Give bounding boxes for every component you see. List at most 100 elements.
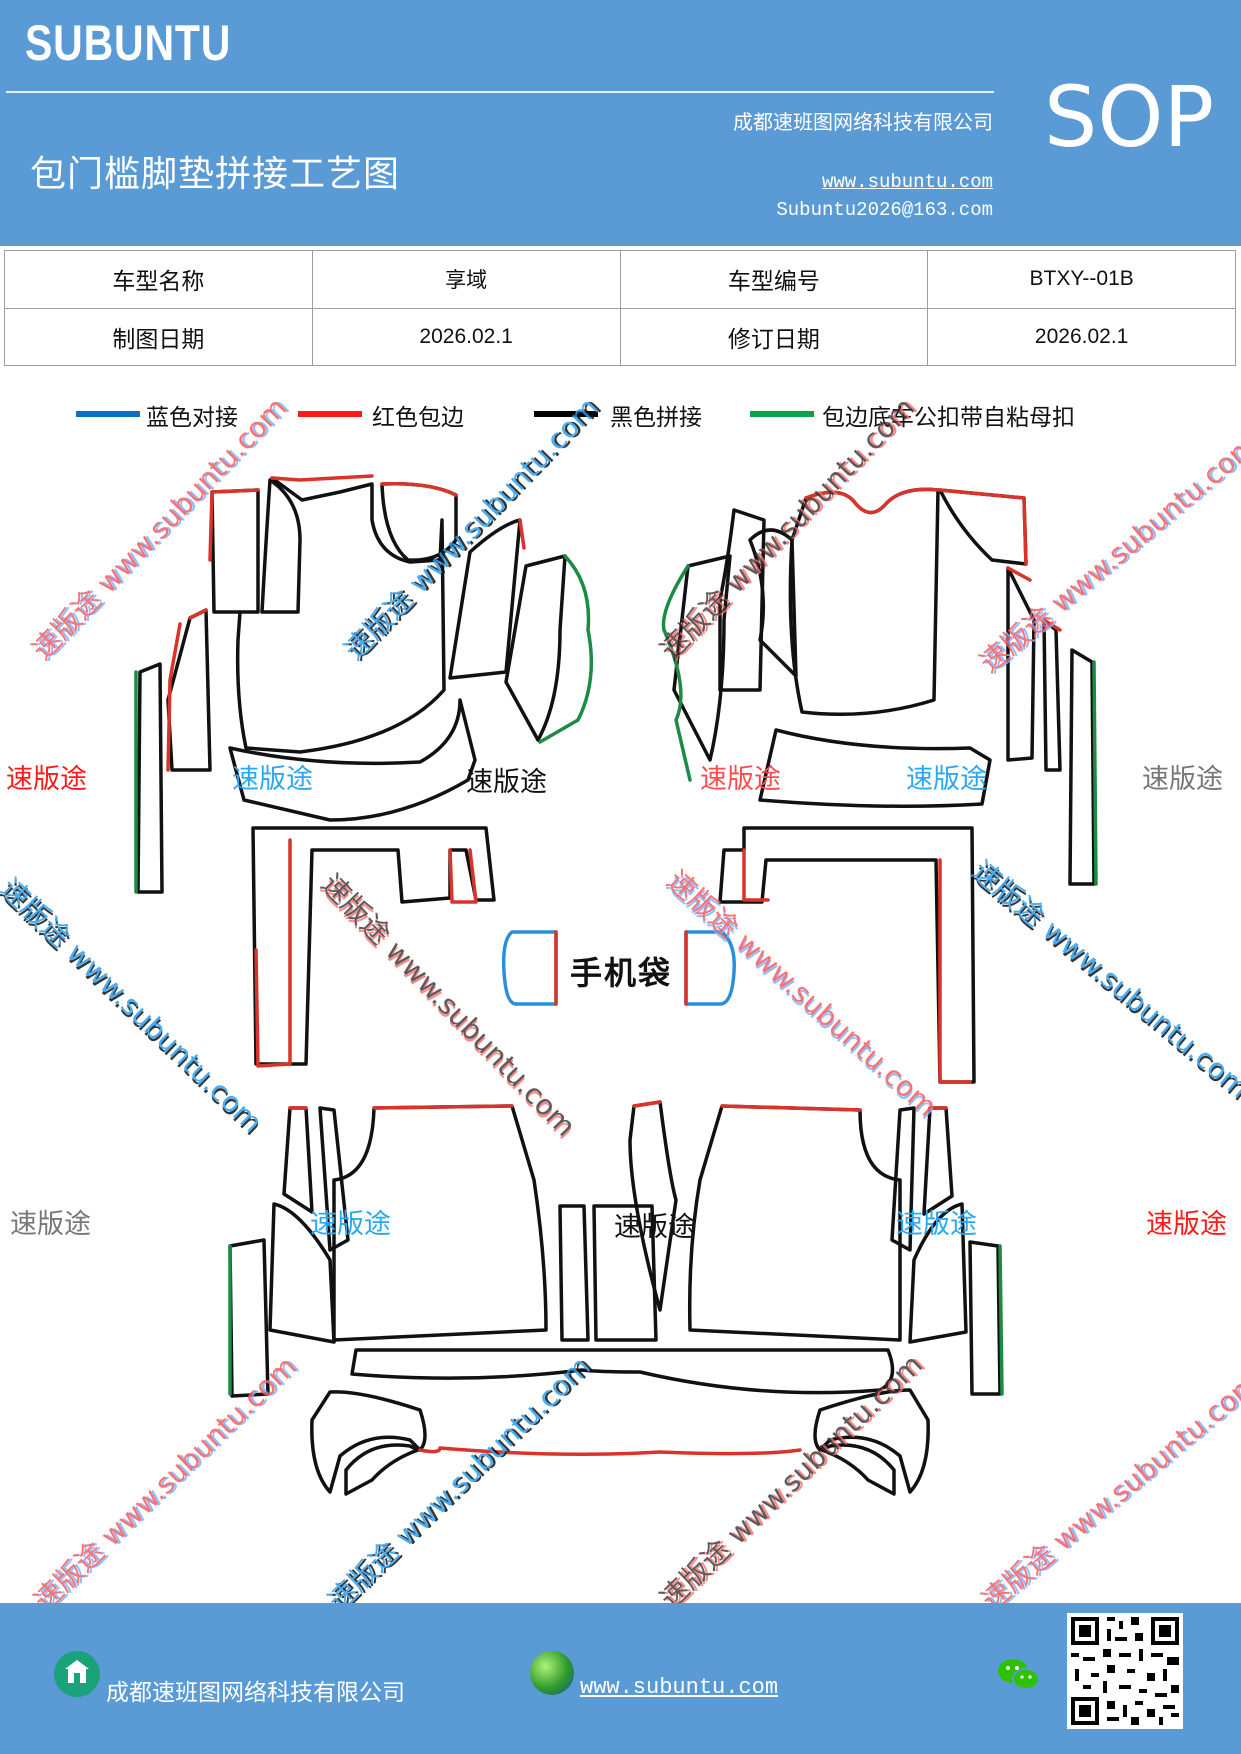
qr-code xyxy=(1067,1613,1183,1729)
mat-piece xyxy=(268,1202,336,1344)
table-row: 制图日期 2026.02.1 修订日期 2026.02.1 xyxy=(4,307,1236,366)
mat-piece xyxy=(210,488,260,614)
mat-piece xyxy=(938,488,1028,566)
table-cell: 2026.02.1 xyxy=(311,307,621,366)
mat-piece-edge xyxy=(742,848,972,1084)
mat-piece-edge xyxy=(1006,566,1032,582)
mat-piece xyxy=(282,1106,314,1214)
table-cell: 车型编号 xyxy=(619,250,929,309)
mat-piece-edge xyxy=(518,518,526,550)
mat-piece xyxy=(672,554,732,762)
legend-label: 蓝色对接 xyxy=(146,405,238,431)
mat-piece-edge xyxy=(380,481,458,497)
mat-piece-edge xyxy=(254,838,478,1068)
footer-company: 成都速班图网络科技有限公司 xyxy=(106,1680,405,1706)
legend-swatch xyxy=(298,411,362,417)
header-company: 成都速班图网络科技有限公司 xyxy=(733,110,993,134)
table-cell: 制图日期 xyxy=(4,307,313,366)
legend-label: 黑色拼接 xyxy=(610,405,702,431)
footer-banner: 成都速班图网络科技有限公司 www.subuntu.com xyxy=(0,1603,1241,1754)
header-divider xyxy=(6,91,994,93)
mat-piece xyxy=(718,508,766,692)
mat-piece xyxy=(332,1104,548,1342)
mat-piece-edge xyxy=(632,1100,662,1108)
watermark-text: 速版途 xyxy=(466,767,547,798)
legend-label: 包边底车公扣带自粘母扣 xyxy=(822,405,1075,431)
legend-swatch xyxy=(750,411,814,417)
mat-piece-edge xyxy=(720,1104,862,1112)
mat-piece xyxy=(260,478,302,614)
watermark-text: 速版途 xyxy=(6,764,87,795)
watermark-text: 速版途 xyxy=(10,1209,91,1240)
mat-piece xyxy=(350,1348,895,1395)
watermark-text: 速版途 xyxy=(614,1212,695,1243)
mat-piece xyxy=(504,554,567,742)
vehicle-info-table: 车型名称 享域 车型编号 BTXY--01B 制图日期 2026.02.1 修订… xyxy=(4,250,1236,366)
mat-piece-edge xyxy=(998,1244,1004,1396)
mat-piece xyxy=(813,1388,930,1494)
mat-piece xyxy=(228,698,477,822)
mat-piece-edge xyxy=(661,564,692,782)
mat-piece xyxy=(166,608,212,772)
mat-piece xyxy=(922,1106,954,1216)
mat-piece-edge xyxy=(208,488,260,562)
mat-piece-edge xyxy=(418,1446,802,1456)
mat-piece xyxy=(687,1104,902,1342)
mat-piece xyxy=(1006,566,1036,762)
mat-piece xyxy=(820,1443,896,1496)
mat-piece xyxy=(136,662,164,894)
mat-piece-edge xyxy=(188,608,208,620)
table-cell: BTXY--01B xyxy=(927,250,1236,309)
legend-swatch xyxy=(534,411,598,417)
watermark-text: 速版途 xyxy=(1142,764,1223,795)
table-cell: 享域 xyxy=(311,250,621,309)
footer-website-link[interactable]: www.subuntu.com xyxy=(580,1675,779,1700)
mat-piece xyxy=(718,826,976,1084)
mat-piece-edge xyxy=(1092,660,1098,886)
watermark-text: 速版途 xyxy=(310,1209,391,1240)
mat-piece-edge xyxy=(538,554,594,744)
mat-piece xyxy=(758,728,992,808)
mat-piece xyxy=(344,1443,420,1496)
header-email[interactable]: Subuntu2026@163.com xyxy=(776,199,993,221)
legend-label: 红色包边 xyxy=(372,405,464,431)
mat-piece-edge xyxy=(938,488,1028,566)
mat-piece xyxy=(448,518,522,680)
watermark-text: 速版途 xyxy=(700,764,781,795)
mat-piece-edge xyxy=(1042,618,1062,632)
mat-piece xyxy=(592,1204,658,1342)
mat-piece xyxy=(628,1100,678,1312)
phone-pocket-label: 手机袋 xyxy=(570,954,673,992)
mat-piece xyxy=(310,1390,427,1494)
header-website-link[interactable]: www.subuntu.com xyxy=(821,171,993,193)
watermark-text: 速版途 xyxy=(1146,1209,1227,1240)
mat-piece xyxy=(890,1106,916,1252)
mat-piece xyxy=(558,1204,590,1342)
mat-piece-edge xyxy=(372,1104,514,1110)
watermark-text: 速版途 xyxy=(232,764,313,795)
color-legend: 蓝色对接 红色包边 黑色拼接 包边底车公扣带自粘母扣 xyxy=(0,398,1241,442)
table-cell: 2026.02.1 xyxy=(927,307,1236,366)
watermark-text: 速版途 xyxy=(906,764,987,795)
phone-pocket-right xyxy=(684,930,736,1006)
table-cell: 修订日期 xyxy=(619,307,929,366)
legend-swatch xyxy=(76,411,140,417)
table-row: 车型名称 享域 车型编号 BTXY--01B xyxy=(4,250,1236,309)
mat-piece xyxy=(251,826,496,1066)
document-title: 包门槛脚垫拼接工艺图 xyxy=(30,154,401,195)
watermark-text: 速版途 xyxy=(896,1209,977,1240)
sop-badge: SOP xyxy=(1044,68,1215,166)
wechat-icon[interactable] xyxy=(996,1655,1042,1695)
mat-piece xyxy=(235,476,446,754)
mat-piece xyxy=(968,1240,1002,1396)
mat-piece xyxy=(318,1106,350,1252)
mat-piece xyxy=(1042,618,1062,772)
company-icon xyxy=(54,1651,100,1697)
mat-piece-edge xyxy=(804,487,940,515)
header-banner: SUBUNTU 包门槛脚垫拼接工艺图 成都速班图网络科技有限公司 www.sub… xyxy=(0,0,1241,246)
mat-piece-edge xyxy=(270,474,374,482)
globe-icon xyxy=(530,1651,574,1695)
mat-piece xyxy=(908,1202,968,1344)
mat-piece xyxy=(1068,648,1096,886)
